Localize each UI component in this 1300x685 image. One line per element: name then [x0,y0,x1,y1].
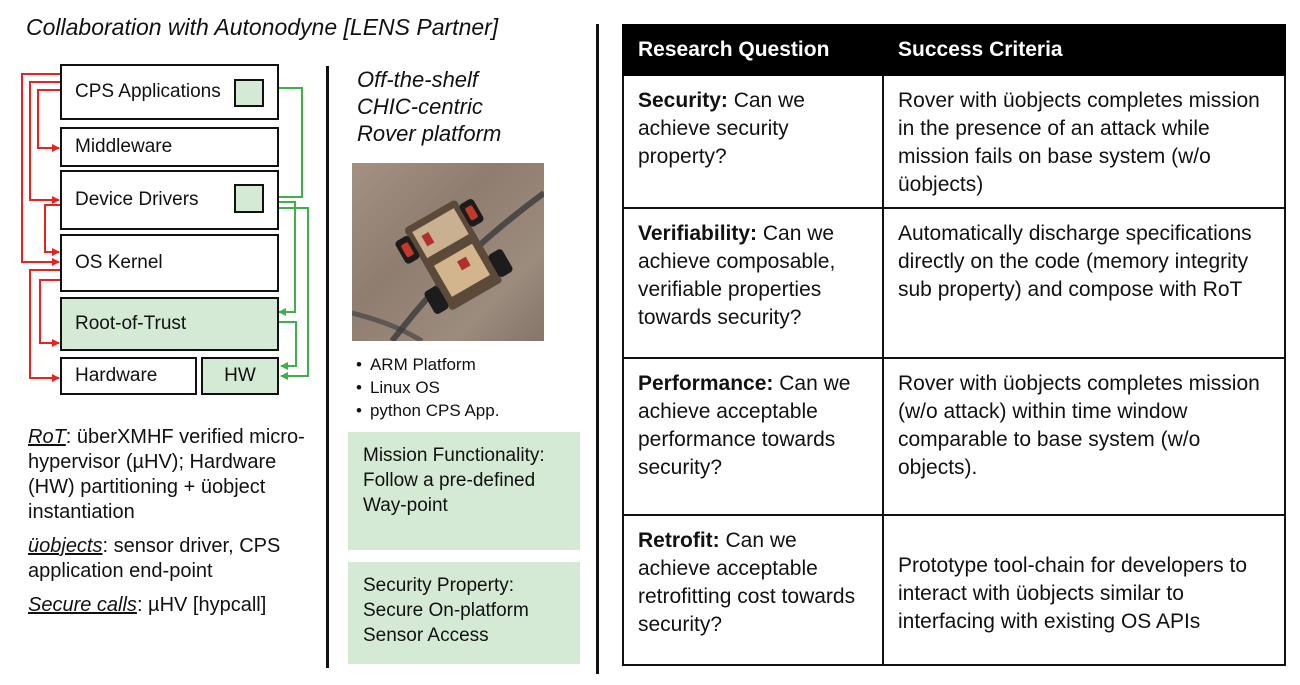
layer-label: Middleware [75,136,173,157]
criteria-cell: Rover with üobjects completes mission in… [882,74,1286,209]
table-row: Verifiability: Can we achieve composable… [622,207,1286,359]
stack-arrows [21,73,309,382]
table-header-row: Research Question Success Criteria [622,24,1286,76]
note-text: : sensor driver, CPS application end-poi… [28,535,281,582]
question-label: Retrofit: [638,529,720,552]
question-label: Security: [638,89,728,112]
layer-label: CPS Applications [75,81,221,102]
uobject-driver-marker [234,184,264,213]
rover-photo [352,163,544,341]
green-arrow-1 [264,87,303,201]
note-text: : überXMHF verified micro-hypervisor (µH… [28,426,305,523]
question-text: Can we achieve security property? [638,89,805,168]
table-row: Retrofit: Can we achieve acceptable retr… [622,514,1286,666]
table-row: Security: Can we achieve security proper… [622,74,1286,209]
layer-middleware: Middleware [60,127,279,167]
red-arrow-2 [29,81,60,204]
note-term: RoT [28,426,66,448]
bullet-item: python CPS App. [356,399,499,422]
question-text: Can we achieve acceptable retrofitting c… [638,529,856,636]
note-secure-calls: Secure calls: µHV [hypcall] [28,593,318,618]
criteria-cell: Rover with üobjects completes mission (w… [882,357,1286,516]
red-arrow-6 [39,279,60,347]
layer-root-of-trust: Root-of-Trust [60,297,279,351]
security-property-box: Security Property: Secure On-platform Se… [348,562,580,664]
rover-illustration [352,190,544,341]
platform-bullets: ARM Platform Linux OS python CPS App. [356,353,499,422]
layer-hardware: Hardware [60,357,197,395]
rover-title-line: Rover platform [357,121,502,146]
question-cell: Verifiability: Can we achieve composable… [622,207,884,359]
red-arrow-3 [37,89,60,152]
note-term: üobjects [28,535,103,557]
layer-label: OS Kernel [75,252,163,273]
green-arrow-4 [279,321,297,370]
mission-functionality-box: Mission Functionality: Follow a pre-defi… [348,432,580,550]
header-success-criteria: Success Criteria [882,24,1286,76]
question-text: Can we achieve acceptable performance to… [638,372,851,479]
rover-title-line: Off-the-shelf [357,67,479,92]
column-divider-2 [596,24,599,674]
layer-os-kernel: OS Kernel [60,234,279,292]
criteria-cell: Automatically discharge specifications d… [882,207,1286,359]
bullet-item: ARM Platform [356,353,499,376]
note-term: Secure calls [28,594,137,616]
layer-label: Root-of-Trust [75,313,187,334]
layer-label: Device Drivers [75,189,199,210]
red-arrow-4 [44,204,60,256]
rover-title: Off-the-shelf CHIC-centric Rover platfor… [357,66,501,147]
red-arrow-5 [29,269,60,382]
layer-device-drivers: Device Drivers [60,170,279,230]
question-cell: Retrofit: Can we achieve acceptable retr… [622,514,884,666]
research-table: Research Question Success Criteria Secur… [622,24,1286,666]
bullet-item: Linux OS [356,376,499,399]
layer-label: Hardware [75,365,158,386]
column-divider-1 [326,66,329,668]
note-rot: RoT: überXMHF verified micro-hypervisor … [28,425,318,525]
question-label: Performance: [638,372,774,395]
hw-partition: HW [201,357,279,395]
question-label: Verifiability: [638,222,758,245]
header-research-question: Research Question [622,24,884,76]
green-arrow-3 [264,207,309,380]
criteria-cell: Prototype tool-chain for developers to i… [882,514,1286,666]
rover-title-line: CHIC-centric [357,94,483,119]
uobject-cps-marker [234,79,264,107]
note-text: : µHV [hypcall] [136,594,267,616]
question-cell: Performance: Can we achieve acceptable p… [622,357,884,516]
question-cell: Security: Can we achieve security proper… [622,74,884,209]
red-arrow-1 [21,73,60,266]
note-uobjects: üobjects: sensor driver, CPS application… [28,534,318,584]
green-arrow-2 [264,201,296,316]
slide-title: Collaboration with Autonodyne [LENS Part… [26,14,499,40]
hw-label: HW [224,365,256,386]
definitions: RoT: überXMHF verified micro-hypervisor … [28,425,318,627]
question-text: Can we achieve composable, verifiable pr… [638,222,836,329]
table-row: Performance: Can we achieve acceptable p… [622,357,1286,516]
